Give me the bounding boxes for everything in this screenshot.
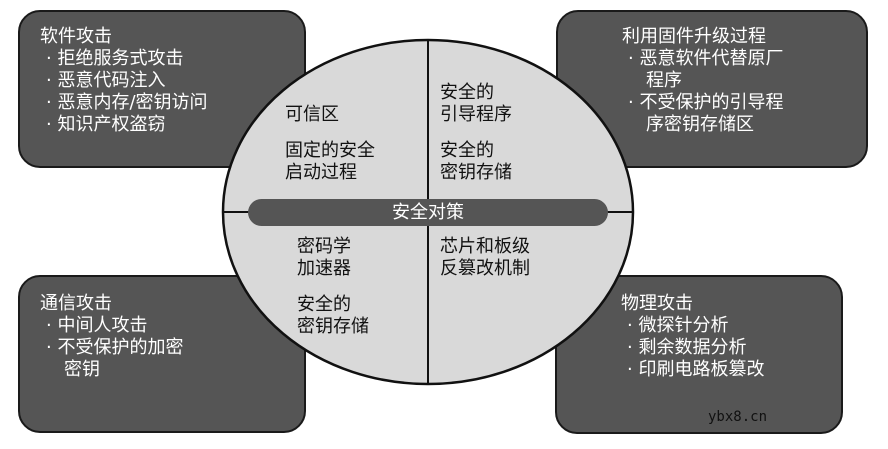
- list-item: 不受保护的加密: [40, 337, 304, 359]
- watermark: ybx8.cn: [708, 409, 768, 425]
- label: 可信区: [285, 104, 339, 125]
- label: 引导程序: [440, 104, 512, 125]
- box-title: 物理攻击: [621, 293, 693, 314]
- label: 加速器: [297, 258, 351, 279]
- software-attack-box: 软件攻击 拒绝服务式攻击 恶意代码注入 恶意内存/密钥访问 知识产权盗窃: [18, 10, 306, 168]
- label: 安全的: [440, 140, 494, 161]
- label: 固定的安全: [285, 140, 375, 161]
- list-item-cont: 程序: [646, 70, 682, 91]
- label: 启动过程: [285, 162, 357, 183]
- list-item: 拒绝服务式攻击: [40, 48, 304, 70]
- list-item: 恶意代码注入: [40, 70, 304, 92]
- list-item: 剩余数据分析: [621, 337, 841, 359]
- box-title: 软件攻击: [40, 26, 112, 47]
- label: 芯片和板级: [440, 236, 530, 257]
- list-item-cont: 序密钥存储区: [646, 114, 754, 135]
- label: 反篡改机制: [440, 258, 530, 279]
- label: 密钥存储: [440, 162, 512, 183]
- list-item: 微探针分析: [621, 315, 841, 337]
- box-title: 利用固件升级过程: [622, 26, 766, 47]
- list-item: 知识产权盗窃: [40, 114, 304, 136]
- security-measures-bar: 安全对策: [248, 199, 608, 226]
- list-item: 不受保护的引导程: [622, 92, 866, 114]
- quadrant-trusted-zone: 可信区 固定的安全 启动过程: [285, 104, 375, 184]
- list-item: 恶意内存/密钥访问: [40, 92, 304, 114]
- label: 密码学: [297, 236, 351, 257]
- box-title: 通信攻击: [40, 293, 112, 314]
- list-item: 恶意软件代替原厂: [622, 48, 866, 70]
- list-item-cont: 密钥: [64, 359, 100, 380]
- label: 安全的: [440, 82, 494, 103]
- list-item: 印刷电路板篡改: [621, 359, 841, 381]
- label: 安全的: [297, 294, 351, 315]
- list-item: 中间人攻击: [40, 315, 304, 337]
- quadrant-anti-tamper: 芯片和板级 反篡改机制: [440, 236, 530, 280]
- label: 密钥存储: [297, 316, 369, 337]
- quadrant-secure-boot: 安全的 引导程序 安全的 密钥存储: [440, 82, 512, 184]
- quadrant-crypto: 密码学 加速器 安全的 密钥存储: [297, 236, 369, 338]
